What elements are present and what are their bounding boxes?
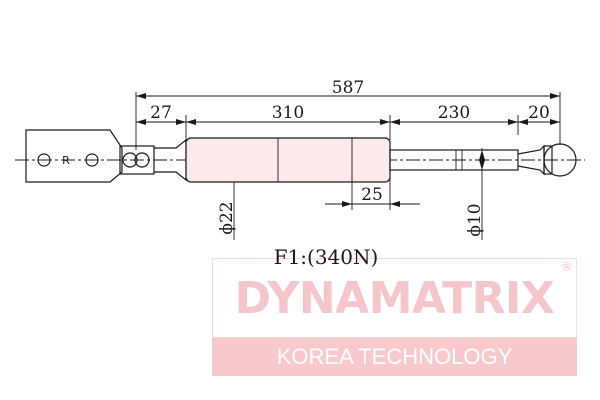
dim-sleeve-length: 25 (361, 185, 383, 205)
dim-rod-diameter: ϕ10 (465, 203, 485, 236)
dim-rod-length: 230 (438, 103, 470, 123)
piston-rod (389, 149, 519, 171)
force-rating: F1:(340N) (274, 245, 379, 269)
brand-name: DYNAMATRIX (212, 258, 577, 338)
dim-bracket-offset: 27 (150, 103, 172, 123)
end-ball-socket (517, 143, 577, 177)
mounting-bracket (25, 129, 123, 183)
registered-mark: ® (561, 260, 573, 274)
brand-watermark: DYNAMATRIX ® KOREA TECHNOLOGY (212, 258, 577, 376)
dim-end-fitting: 20 (528, 103, 550, 123)
brand-tagline: KOREA TECHNOLOGY (212, 338, 577, 376)
dim-cylinder-length: 310 (272, 103, 304, 123)
dim-cylinder-diameter: ϕ22 (217, 201, 237, 234)
bracket-ball-joint (119, 138, 187, 182)
dimension-lines (135, 92, 561, 240)
cylinder-body (185, 137, 391, 183)
dim-overall: 587 (332, 78, 364, 98)
bracket-side-label: R (62, 154, 70, 167)
